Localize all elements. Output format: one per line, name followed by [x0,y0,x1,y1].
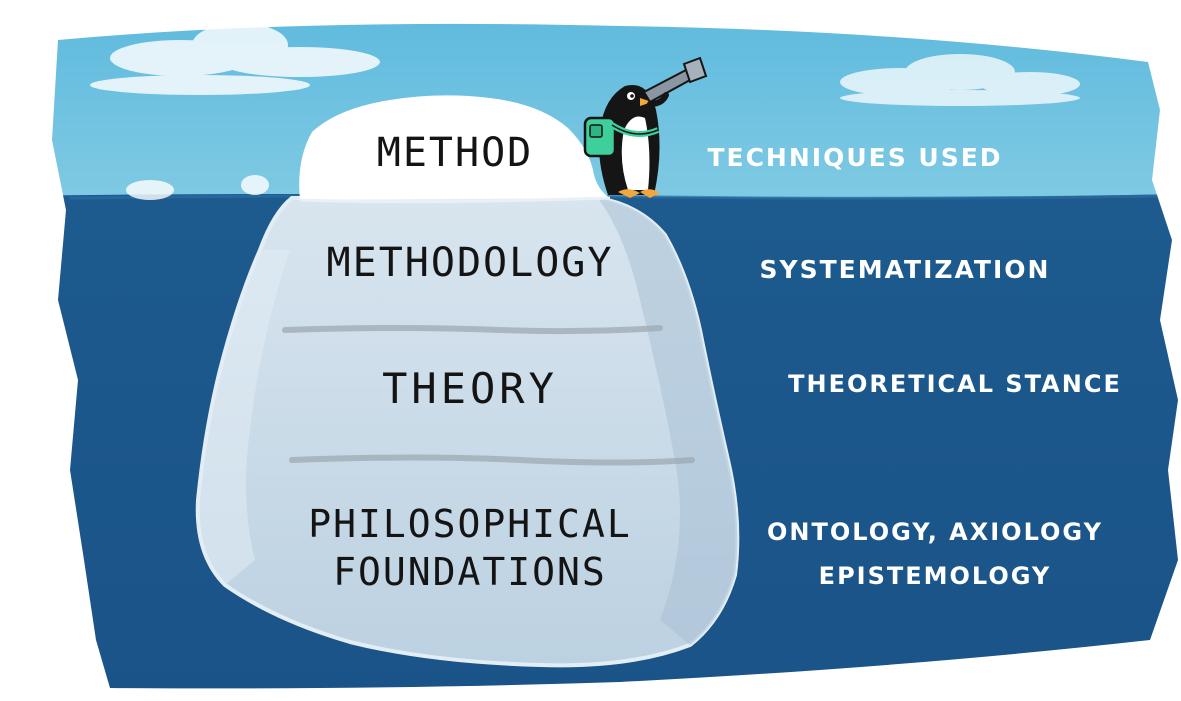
layer-description-theory: THEORETICAL STANCE [788,370,1122,398]
layer-name-line: PHILOSOPHICAL [308,502,632,546]
layer-description-philosophical-foundations: ONTOLOGY, AXIOLOGY EPISTEMOLOGY [760,510,1110,598]
layer-divider [289,454,695,466]
layer-description-method: TECHNIQUES USED [707,143,1003,172]
layer-description-line: EPISTEMOLOGY [818,562,1052,590]
layer-divider [282,325,663,335]
layer-name-theory: THEORY [382,364,558,413]
cloud-icon [126,175,269,200]
cloud-icon [840,54,1080,106]
layer-name-method: METHOD [376,130,534,176]
cloud-icon [90,23,380,95]
layer-description-line: ONTOLOGY, AXIOLOGY [767,518,1103,546]
backpack-icon [583,116,660,158]
iceberg-tip [299,95,610,200]
layer-name-philosophical-foundations: PHILOSOPHICAL FOUNDATIONS [190,500,750,596]
layer-name-methodology: METHODOLOGY [326,240,614,286]
telescope-icon [642,56,708,107]
layer-description-methodology: SYSTEMATIZATION [759,255,1051,284]
layer-name-line: FOUNDATIONS [333,550,607,594]
